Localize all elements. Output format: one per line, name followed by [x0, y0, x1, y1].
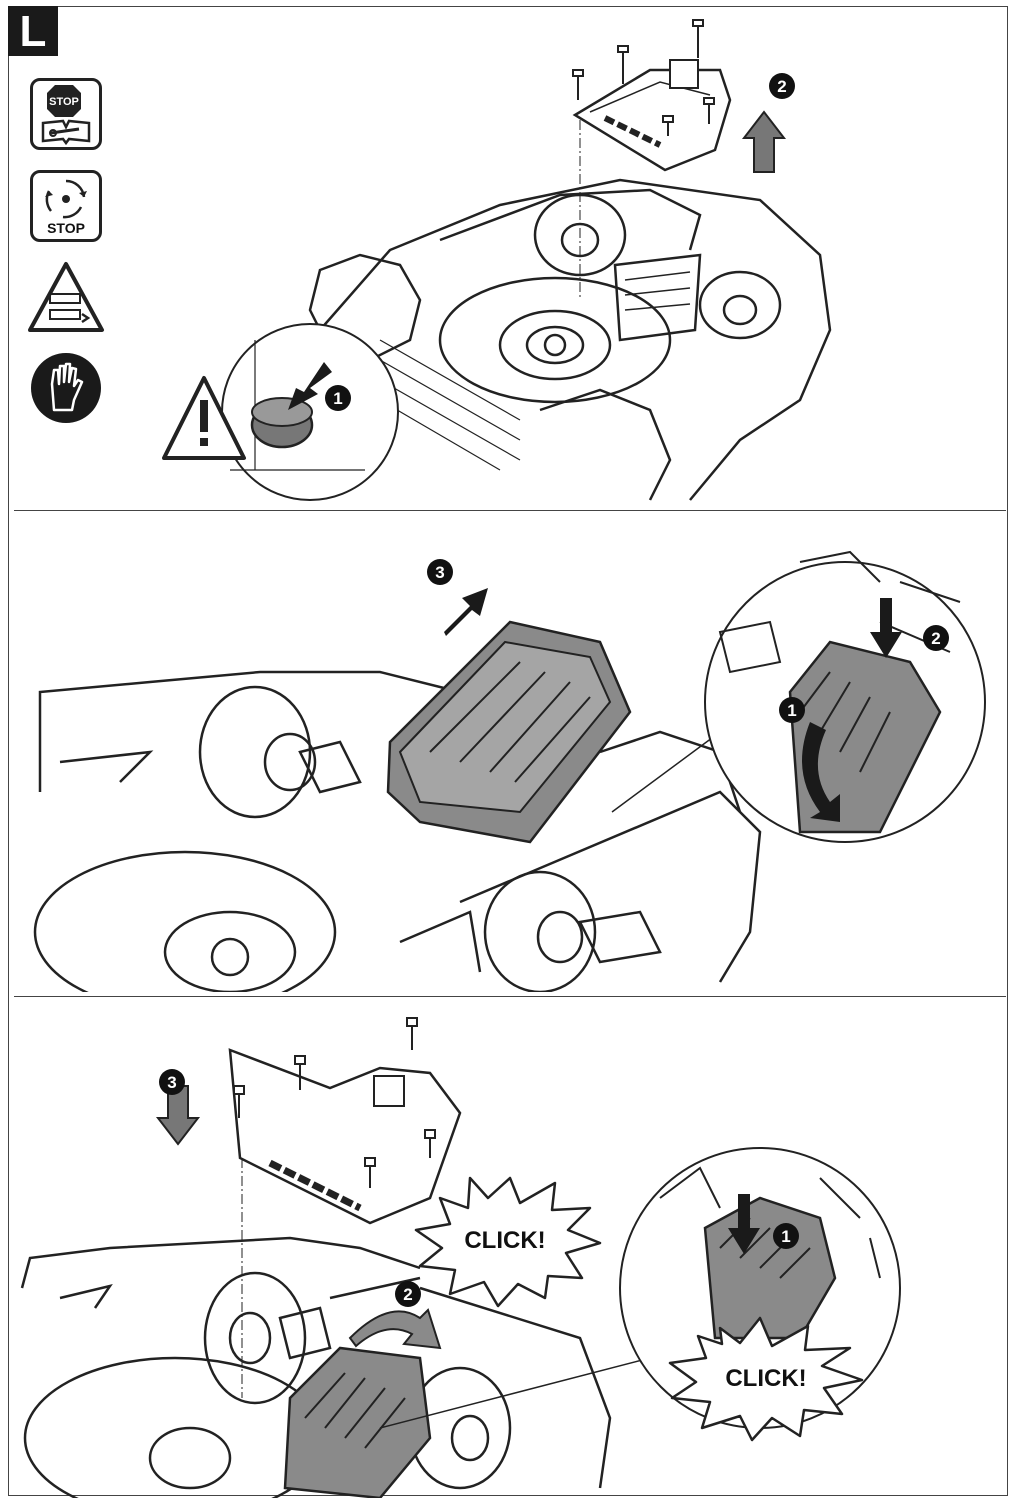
stop-symbol-text: STOP — [49, 96, 79, 108]
blade-stop-text: STOP — [47, 220, 85, 236]
click-text: CLICK! — [464, 1227, 545, 1254]
screw-icon — [572, 19, 715, 136]
panel-divider — [14, 996, 1006, 997]
svg-text:3: 3 — [435, 563, 444, 582]
callout-circle — [221, 323, 399, 501]
step-3-marker: 3 — [427, 559, 453, 585]
page-frame — [8, 6, 1008, 1496]
screw-icon — [233, 1017, 436, 1188]
robotic-mower-battery-removal-icon — [33, 670, 762, 992]
battery-pack-icon — [386, 620, 632, 844]
warning-triangle-icon — [162, 376, 246, 460]
step-3-marker: 3 — [159, 1069, 185, 1095]
panel-1-illustration: 2 — [162, 19, 832, 501]
step-2-marker: 2 — [769, 73, 795, 99]
remove-arrow-icon — [444, 588, 488, 636]
click-text: CLICK! — [725, 1365, 806, 1392]
battery-pack-icon — [283, 1346, 432, 1498]
click-burst-icon: CLICK! — [414, 1176, 602, 1308]
panel-divider — [14, 510, 1006, 511]
svg-text:2: 2 — [777, 77, 786, 96]
blade-stop-icon: STOP — [30, 170, 102, 242]
robotic-mower-battery-insert-icon — [20, 1236, 612, 1498]
insert-down-arrow-icon — [155, 1085, 201, 1146]
wear-gloves-icon — [30, 352, 102, 424]
stop-read-manual-icon: STOP — [30, 78, 102, 150]
step-1-marker: 1 — [773, 1223, 799, 1249]
step-1-marker: 1 — [779, 697, 805, 723]
svg-text:1: 1 — [787, 701, 796, 720]
click-burst-icon: CLICK! — [668, 1316, 864, 1442]
step-2-marker: 2 — [923, 625, 949, 651]
remove-battery-warning-icon — [26, 260, 106, 336]
svg-text:1: 1 — [333, 389, 342, 408]
panel-2-illustration: 3 2 1 — [33, 550, 986, 992]
rotate-arrow-icon — [348, 1308, 442, 1350]
lift-arrow-icon — [741, 110, 787, 173]
panel-3-illustration: 3 CLICK! 2 — [20, 1017, 901, 1498]
battery-cover-icon — [228, 1048, 462, 1225]
svg-text:1: 1 — [781, 1227, 790, 1246]
battery-cover-icon — [572, 59, 732, 172]
svg-text:2: 2 — [931, 629, 940, 648]
battery-latch-callout — [611, 550, 986, 843]
step-1-marker: 1 — [325, 385, 351, 411]
svg-text:3: 3 — [167, 1073, 176, 1092]
section-letter-badge: L — [8, 6, 58, 56]
step-2-marker: 2 — [395, 1281, 421, 1307]
svg-text:2: 2 — [403, 1285, 412, 1304]
robotic-mower-underside-remove-battery-cover-icon — [298, 178, 832, 501]
